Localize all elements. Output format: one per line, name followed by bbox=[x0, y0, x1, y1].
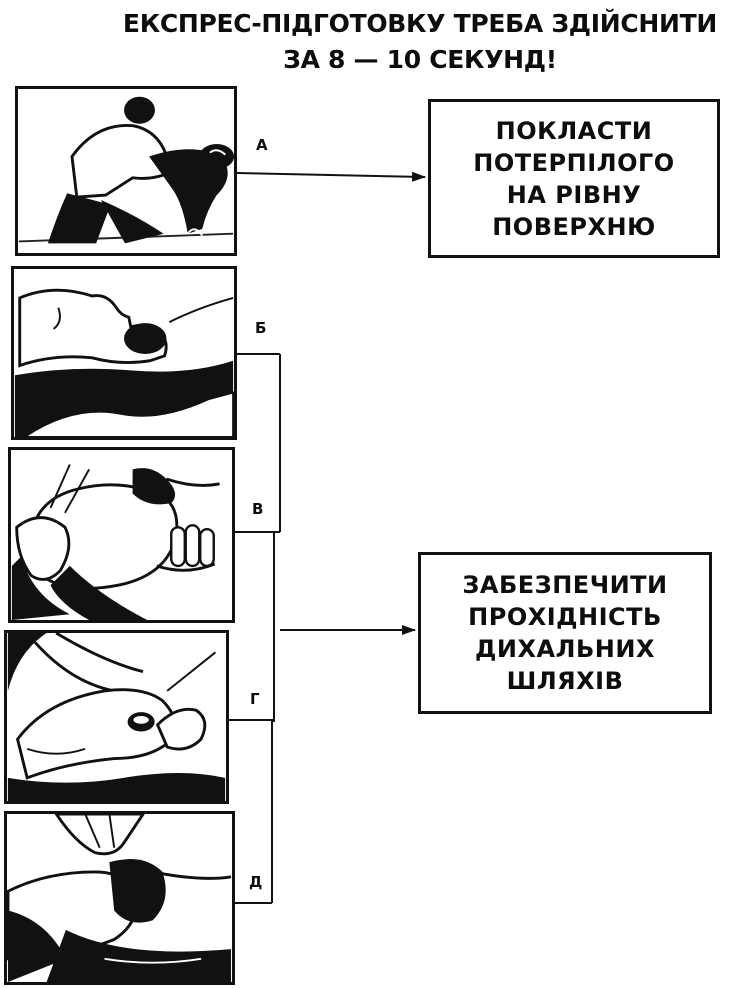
instruction-line: ШЛЯХІВ bbox=[506, 667, 624, 695]
instruction-line: ПРОХІДНІСТЬ bbox=[468, 603, 662, 631]
diagram-title: ЕКСПРЕС-ПІДГОТОВКУ ТРЕБА ЗДІЙСНИТИ ЗА 8 … bbox=[95, 6, 742, 78]
instruction-line: ПОКЛАСТИ bbox=[495, 116, 653, 145]
instruction-text-flat-surface: ПОКЛАСТИ ПОТЕРПІЛОГО НА РІВНУ ПОВЕРХНЮ bbox=[473, 115, 674, 243]
rescuer-placing-victim-illustration bbox=[18, 89, 234, 253]
instruction-line: НА РІВНУ bbox=[506, 180, 642, 209]
head-tilt-illustration bbox=[14, 269, 234, 437]
arrow-a-to-flat-surface bbox=[236, 171, 426, 182]
instruction-box-airway: ЗАБЕЗПЕЧИТИ ПРОХІДНІСТЬ ДИХАЛЬНИХ ШЛЯХІВ bbox=[418, 552, 712, 714]
illustration-panel-d bbox=[4, 811, 235, 985]
mouth-cleaning-illustration bbox=[7, 814, 232, 982]
hands-tilting-head-illustration bbox=[11, 450, 232, 620]
instruction-text-airway: ЗАБЕЗПЕЧИТИ ПРОХІДНІСТЬ ДИХАЛЬНИХ ШЛЯХІВ bbox=[462, 569, 667, 697]
instruction-line: ПОВЕРХНЮ bbox=[492, 212, 656, 241]
instruction-box-flat-surface: ПОКЛАСТИ ПОТЕРПІЛОГО НА РІВНУ ПОВЕРХНЮ bbox=[428, 99, 720, 258]
instruction-line: ПОТЕРПІЛОГО bbox=[473, 148, 675, 177]
instruction-line: ДИХАЛЬНИХ bbox=[475, 635, 655, 663]
illustration-panel-a bbox=[15, 86, 237, 256]
step-letter-g: Г bbox=[250, 690, 260, 708]
title-line-1: ЕКСПРЕС-ПІДГОТОВКУ ТРЕБА ЗДІЙСНИТИ bbox=[122, 9, 718, 38]
step-letter-v: В bbox=[252, 500, 264, 518]
step-letter-a: А bbox=[256, 136, 268, 154]
illustration-panel-g bbox=[4, 630, 229, 804]
title-line-2: ЗА 8 — 10 СЕКУНД! bbox=[283, 45, 557, 74]
instruction-line: ЗАБЕЗПЕЧИТИ bbox=[462, 571, 668, 599]
illustration-panel-b bbox=[11, 266, 237, 440]
step-letter-b: Б bbox=[255, 319, 267, 337]
jaw-thrust-illustration bbox=[7, 633, 226, 801]
illustration-panel-v bbox=[8, 447, 235, 623]
step-letter-d: Д bbox=[249, 873, 263, 891]
